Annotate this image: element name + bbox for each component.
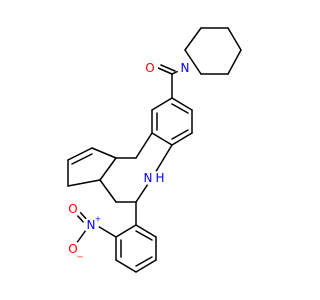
- bond: [151, 132, 173, 146]
- bond: [99, 179, 117, 203]
- bond: [135, 132, 153, 159]
- nitro-oxygen-double-label: O: [68, 202, 77, 216]
- atom-mask: [83, 217, 99, 233]
- bond: [184, 49, 202, 75]
- bond: [135, 224, 157, 238]
- atom-mask: [177, 60, 193, 76]
- amine-nitrogen-label: N: [144, 171, 153, 185]
- bond: [115, 259, 137, 273]
- bond: [115, 224, 137, 238]
- amine-hydrogen-label: H: [155, 171, 164, 185]
- bond: [184, 27, 202, 51]
- bond: [99, 157, 117, 181]
- bond: [67, 147, 93, 161]
- bond: [171, 97, 193, 111]
- carbonyl-oxygen-label: O: [145, 61, 154, 75]
- bond: [160, 64, 176, 72]
- bond: [91, 147, 117, 159]
- bond: [171, 129, 189, 140]
- bond: [135, 259, 157, 273]
- atom-mask: [142, 60, 158, 76]
- bond: [227, 49, 242, 75]
- bond: [151, 97, 173, 111]
- nitro-nitrogen-charge: +: [95, 215, 102, 224]
- bond: [157, 67, 173, 75]
- atom-labels: O N N H N + O O −: [65, 60, 193, 262]
- atom-mask: [65, 201, 81, 217]
- nitro-oxygen-minus-label: O: [68, 242, 77, 256]
- bond: [67, 179, 101, 187]
- bond: [71, 153, 93, 165]
- bond: [95, 224, 117, 238]
- piperidine-nitrogen-label: N: [181, 61, 190, 75]
- nitro-nitrogen-label: N: [87, 218, 96, 232]
- bonds: [67, 27, 242, 273]
- nitro-oxygen-charge: −: [77, 253, 84, 262]
- bond: [75, 229, 87, 245]
- bond: [135, 230, 153, 241]
- atom-mask: [144, 170, 160, 186]
- bond: [171, 132, 193, 146]
- molecule-structure: O N N H N + O O −: [65, 27, 242, 273]
- bond: [135, 256, 153, 267]
- atom-mask: [65, 241, 81, 257]
- bond: [171, 103, 189, 114]
- bond: [227, 27, 242, 51]
